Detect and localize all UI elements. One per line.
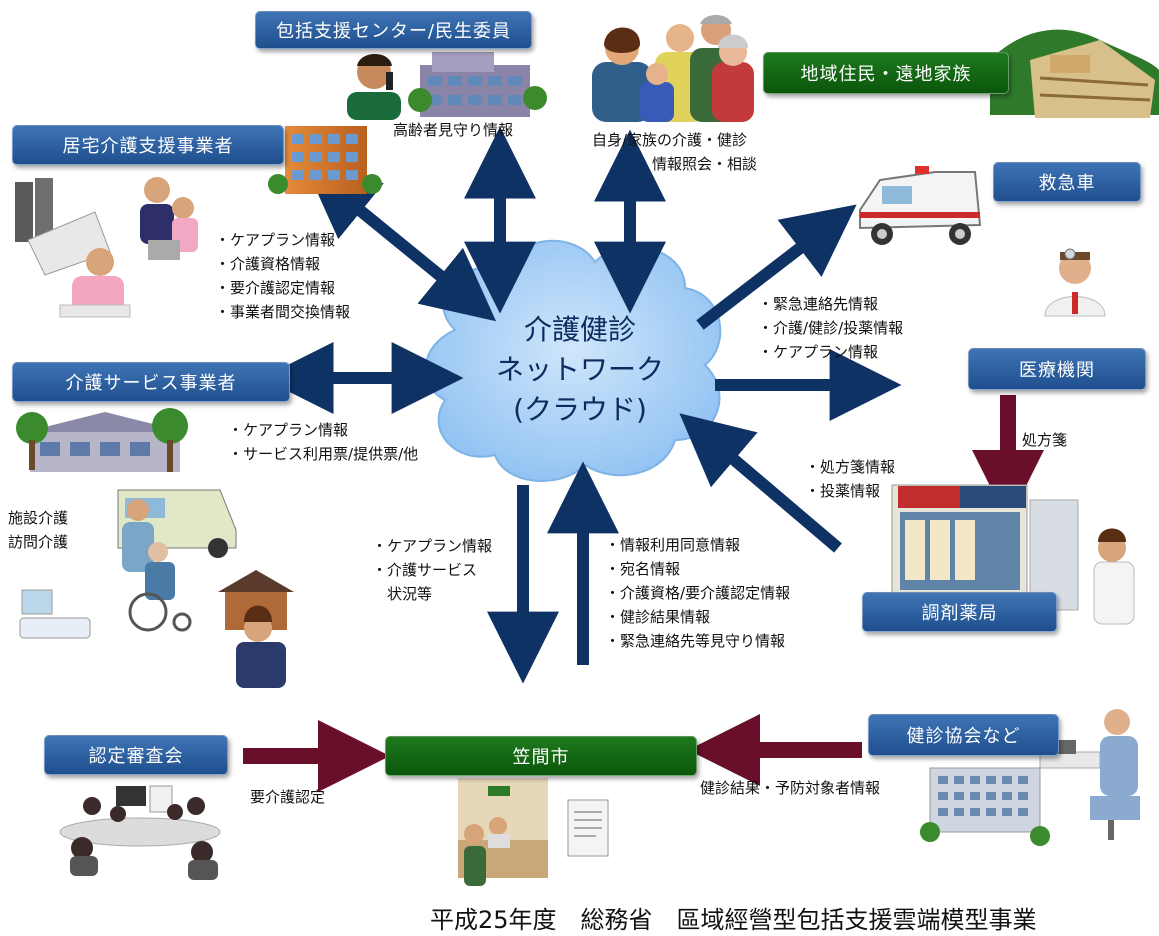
list-item: 緊急連絡先等見守り情報 [605,629,790,653]
label-koreisha: 高齢者見守り情報 [393,121,514,139]
list-item: ケアプラン情報 [758,340,903,364]
box-chiiki: 地域住民・遠地家族 [763,52,1009,94]
cloud-label-line1: 介護健診 [523,313,636,346]
ambulance-illustration [859,166,982,245]
list-kyukyu: 緊急連絡先情報 介護/健診/投薬情報 ケアプラン情報 [758,292,903,364]
family-illustration [592,15,754,122]
label-jishin-line2: 情報照会・相談 [652,155,758,173]
list-item: 情報利用同意情報 [605,533,790,557]
list-kyotaku: ケアプラン情報 介護資格情報 要介護認定情報 事業者間交換情報 [215,228,350,324]
list-item: 緊急連絡先情報 [758,292,903,316]
list-item: 事業者間交換情報 [215,300,350,324]
arrows-maroon [243,395,1044,792]
cloud-label-line3: (クラウド) [513,393,647,426]
box-nintei: 認定審査会 [44,735,228,775]
kaigo-service-illustration [16,408,294,688]
label-shohousen: 処方箋 [1022,431,1068,449]
list-item: 介護資格情報 [215,252,350,276]
box-kenshin-kyokai: 健診協会など [868,714,1059,756]
label-shisetsu-line1: 施設介護 [8,509,69,527]
box-kyotaku: 居宅介護支援事業者 [12,125,284,165]
houkatsu-illustration [347,52,547,120]
list-item: ケアプラン情報 [372,534,492,558]
box-kasama: 笠間市 [385,736,697,776]
list-item: 健診結果情報 [605,605,790,629]
list-item: 状況等 [387,585,433,603]
meeting-illustration [59,785,221,880]
list-kaigo-service: ケアプラン情報 サービス利用票/提供票/他 [228,418,418,466]
footer-caption: 平成25年度 総務省 區域經營型包括支援雲端模型事業 [430,906,1037,934]
list-item: 介護サービス [372,558,492,582]
health-association-illustration [920,709,1140,846]
box-kyukyusha: 救急車 [993,162,1141,202]
pharmacy-illustration [891,484,1135,625]
list-up-right: 情報利用同意情報 宛名情報 介護資格/要介護認定情報 健診結果情報 緊急連絡先等… [605,533,790,653]
arrow-cloud-kyukyusha [696,204,857,330]
list-item: ケアプラン情報 [215,228,350,252]
arrow-kyotaku-cloud [305,165,497,322]
arrows-navy [261,126,902,684]
list-item: 処方箋情報 [805,455,895,479]
box-kaigo-service: 介護サービス事業者 [12,362,290,402]
box-iryo: 医療機関 [968,348,1146,390]
list-item: ケアプラン情報 [228,418,418,442]
kyotaku-illustration [15,126,382,318]
box-chozai: 調剤薬局 [862,592,1057,632]
label-jishin-line1: 自身/家族の介護・健診 [592,131,748,149]
label-yokaigo-nintei: 要介護認定 [250,788,326,806]
landscape-illustration [990,29,1159,118]
list-down-left: ケアプラン情報 介護サービス 状況等 [372,534,492,606]
list-item: 介護/健診/投薬情報 [758,316,903,340]
box-houkatsu: 包括支援センター/民生委員 [255,11,532,49]
list-item: 宛名情報 [605,557,790,581]
doctor-illustration [1044,248,1106,317]
cloud-label: 介護健診 ネットワーク (クラウド) [470,310,690,430]
cloud-label-line2: ネットワーク [495,353,664,386]
list-item: サービス利用票/提供票/他 [228,442,418,466]
list-item: 投薬情報 [805,479,895,503]
arrow-yakkyoku-cloud [679,413,842,553]
list-item: 介護資格/要介護認定情報 [605,581,790,605]
label-shisetsu-line2: 訪問介護 [8,533,69,551]
label-kenshin-kekka: 健診結果・予防対象者情報 [700,779,881,797]
list-yakkyoku: 処方箋情報 投薬情報 [805,455,895,503]
city-office-illustration [458,778,609,886]
list-item: 要介護認定情報 [215,276,350,300]
